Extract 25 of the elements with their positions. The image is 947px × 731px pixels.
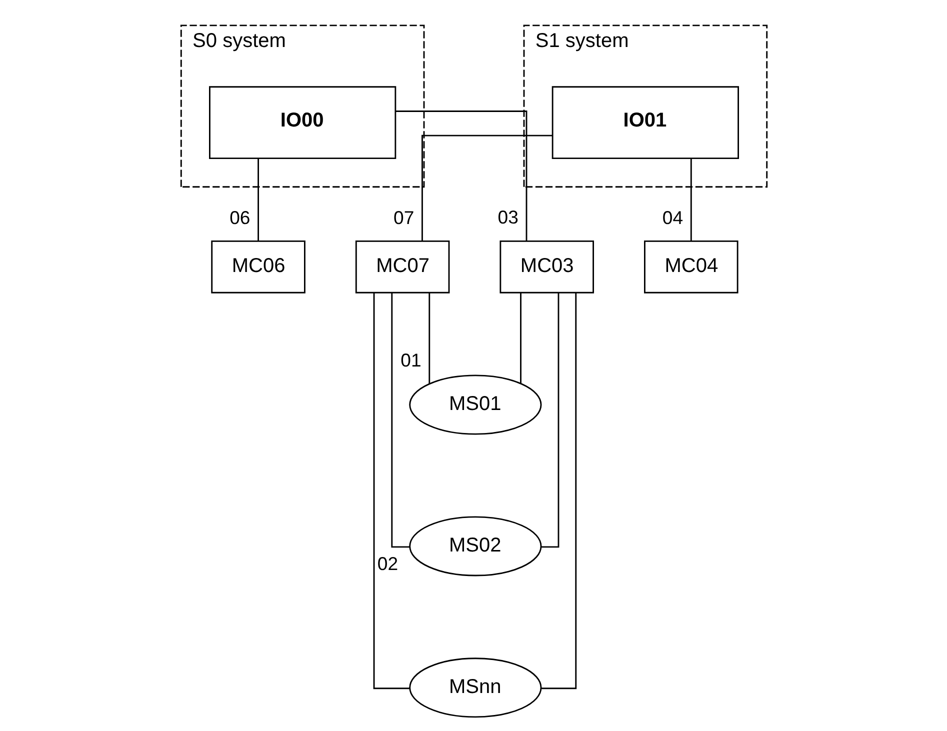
node-box: IO01 [551, 86, 738, 160]
node-box: MC04 [644, 240, 738, 294]
node-box: MC07 [354, 240, 450, 294]
edge-label: 06 [229, 206, 250, 228]
connector [540, 292, 576, 690]
node-ellipse: MS01 [408, 374, 542, 435]
connector [257, 158, 258, 241]
node-ellipse: MSnn [408, 658, 542, 718]
connector [690, 158, 692, 241]
connector [390, 292, 410, 548]
node-ellipse: MS02 [408, 516, 542, 576]
edge-label: 03 [497, 206, 518, 228]
connector [520, 293, 521, 384]
edge-label: 07 [393, 206, 414, 228]
node-box: IO00 [208, 86, 396, 160]
connector [428, 292, 430, 384]
edge-label: 04 [662, 206, 683, 228]
node-box: MC03 [499, 240, 594, 294]
connector [540, 292, 559, 548]
connector [421, 134, 552, 241]
node-box: MC06 [210, 240, 305, 294]
connector [395, 110, 527, 240]
edge-label: 02 [376, 553, 398, 574]
connector [372, 292, 409, 690]
edge-label: 01 [400, 349, 421, 370]
